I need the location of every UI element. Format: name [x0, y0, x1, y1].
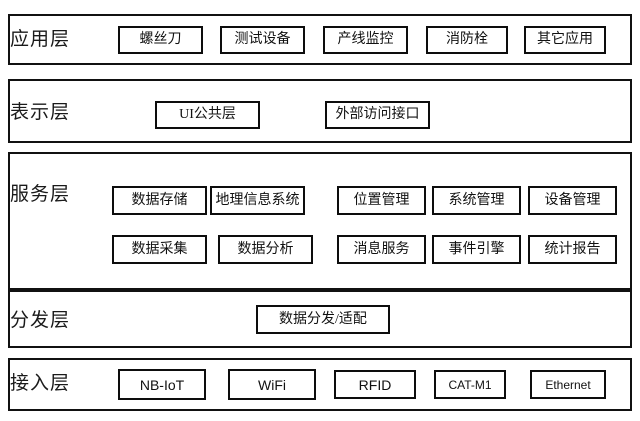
node-application-production-line-monitoring[interactable]: 产线监控: [323, 26, 408, 54]
layer-label-service: 服务层: [10, 184, 71, 205]
layer-label-presentation: 表示层: [10, 102, 71, 123]
layer-band-service: [8, 152, 632, 290]
node-service-message-service[interactable]: 消息服务: [337, 235, 426, 264]
node-presentation-ui-common-layer[interactable]: UI公共层: [155, 101, 260, 129]
layer-label-access: 接入层: [10, 373, 71, 394]
node-access-cat-m1[interactable]: CAT-M1: [434, 370, 506, 399]
node-access-rfid[interactable]: RFID: [334, 370, 416, 399]
node-service-location-management[interactable]: 位置管理: [337, 186, 426, 215]
node-access-ethernet[interactable]: Ethernet: [530, 370, 606, 399]
layer-label-application: 应用层: [10, 29, 71, 50]
node-service-data-analysis[interactable]: 数据分析: [218, 235, 313, 264]
node-presentation-external-access-interface[interactable]: 外部访问接口: [325, 101, 430, 129]
node-service-event-engine[interactable]: 事件引擎: [432, 235, 521, 264]
node-application-other-applications[interactable]: 其它应用: [524, 26, 606, 54]
layer-band-access: [8, 358, 632, 411]
layer-label-distribution: 分发层: [10, 310, 71, 331]
node-application-screwdriver[interactable]: 螺丝刀: [118, 26, 203, 54]
node-service-data-acquisition[interactable]: 数据采集: [112, 235, 207, 264]
node-service-device-management[interactable]: 设备管理: [528, 186, 617, 215]
node-access-nb-iot[interactable]: NB-IoT: [118, 369, 206, 400]
node-service-system-management[interactable]: 系统管理: [432, 186, 521, 215]
node-distribution-data-distribution-adaptation[interactable]: 数据分发/适配: [256, 305, 390, 334]
node-service-statistical-report[interactable]: 统计报告: [528, 235, 617, 264]
node-application-test-equipment[interactable]: 测试设备: [220, 26, 305, 54]
layer-band-presentation: [8, 79, 632, 143]
node-application-fire-hydrant[interactable]: 消防栓: [426, 26, 508, 54]
node-access-wifi[interactable]: WiFi: [228, 369, 316, 400]
node-service-gis[interactable]: 地理信息系统: [210, 186, 305, 215]
node-service-data-storage[interactable]: 数据存储: [112, 186, 207, 215]
